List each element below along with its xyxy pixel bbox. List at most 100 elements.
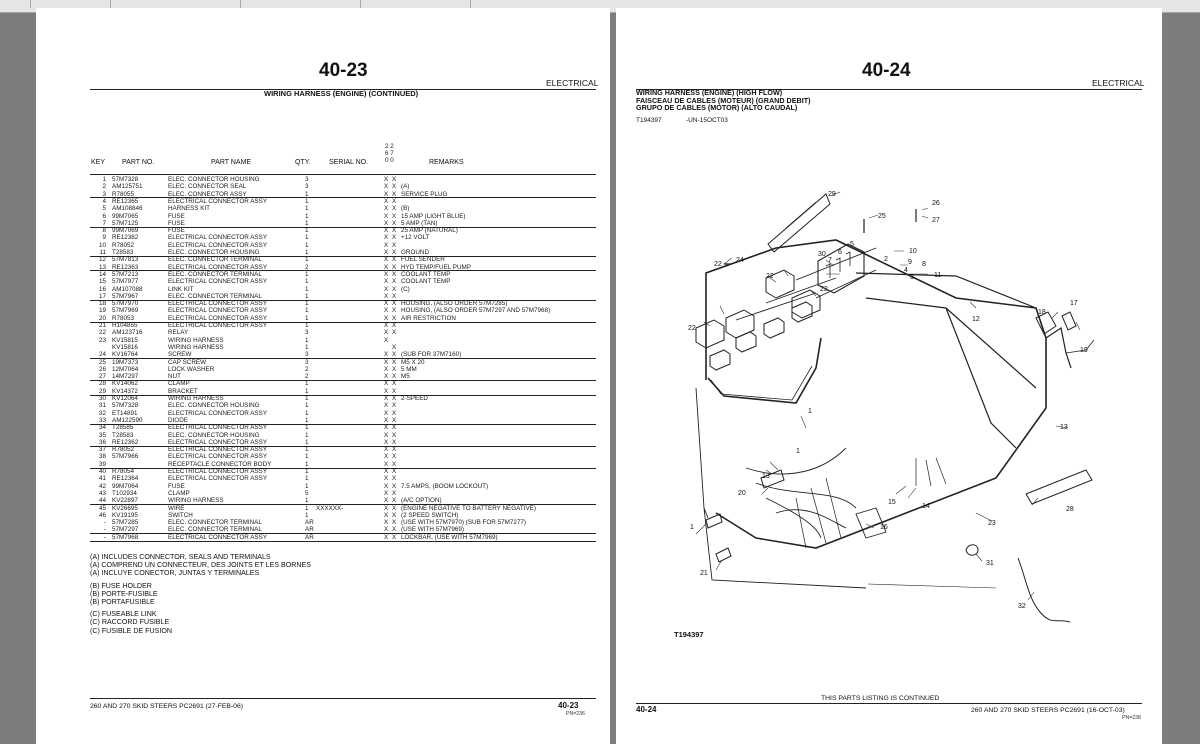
cell-m2: X [392,497,397,505]
cell-name: SCREW [168,351,192,359]
cell-qty: 1 [305,190,309,198]
cell-part: 57M7966 [112,453,139,461]
cell-m2: X [392,453,397,461]
toolbar-segment[interactable] [170,0,241,8]
cell-key: 27 [98,373,106,381]
note-line: (A) INCLUYE CONECTOR, JUNTAS Y TERMINALE… [90,569,260,578]
title-es: GRUPO DE CABLES (MOTOR) (ALTO CAUDAL) [636,103,798,113]
cell-name: FUSE [168,227,185,235]
cell-part: KV15815 [112,336,138,344]
cell-name: ELEC. CONNECTOR HOUSING [168,402,260,410]
callout-22: 22 [688,325,696,332]
cell-m1: X [384,533,389,541]
col-key: KEY [91,159,106,166]
cell-m1: X [384,460,389,468]
row-divider [90,321,596,323]
callout-1: 1 [690,524,694,531]
cell-m2: X [392,373,397,381]
cell-key: 30 [98,395,106,402]
footer-text: 260 AND 270 SKID STEERS PC2691 (27-FEB-0… [90,703,243,710]
cell-qty: 1 [305,241,309,249]
cell-name: ELECTRICAL CONNECTOR ASSY [168,468,268,475]
cell-m1: X [384,336,389,344]
cell-qty: 1 [305,395,309,402]
harness-branch [707,337,822,404]
cell-m2: X [392,227,397,235]
cell-m2: X [392,322,397,329]
cell-part: 57M7285 [112,519,139,527]
footer-text: 260 AND 270 SKID STEERS PC2691 (16-OCT-0… [971,707,1125,714]
cell-part: 57M7969 [112,307,139,315]
cell-m1: X [384,249,389,256]
cell-key: 22 [98,329,106,337]
cell-qty: 1 [305,205,309,213]
cell-m2: X [392,314,397,322]
cell-qty: 1 [305,227,309,235]
cell-rem: GROUND [401,249,429,256]
col-qty: QTY. [295,159,311,166]
cell-qty: 3 [305,358,309,366]
cell-m2: X [392,241,397,249]
cell-part: H104855 [112,322,138,329]
cell-m2: X [392,278,397,286]
callout-2: 2 [884,256,888,263]
cell-m1: X [384,475,389,483]
cell-part: 57M7813 [112,256,139,264]
section-label: ELECTRICAL [1092,78,1145,88]
cell-rem: (A/C OPTION) [401,497,442,505]
toolbar-segment[interactable] [300,0,361,8]
callout-14: 14 [922,503,930,510]
cell-m2: X [392,285,397,293]
cell-key: 33 [98,416,106,424]
figure-ident-date: -UN-15OCT03 [686,117,728,124]
callout-6: 6 [838,249,842,256]
cell-rem: +12 VOLT [401,234,430,242]
callout-30: 30 [818,251,826,258]
cell-rem: HOUSING, (ALSO ORDER 57M7297 AND 57M7968… [401,307,551,315]
cell-key: 40 [98,468,106,475]
row-divider [90,379,596,381]
cell-m2: X [392,205,397,213]
cell-qty: 1 [305,292,309,300]
cell-m2: X [392,176,397,183]
callout-11: 11 [934,272,941,279]
callout-26: 26 [932,200,940,207]
cell-qty: 1 [305,468,309,475]
callout-29: 29 [828,191,836,198]
cell-rem: 25 AMP (NATURAL) [401,227,458,235]
cell-part: R78054 [112,468,135,475]
cell-key: 32 [98,409,106,417]
cell-m2: X [392,212,397,220]
cell-part: KV14062 [112,380,138,388]
callout-22: 22 [766,273,774,280]
cell-m1: X [384,190,389,198]
cell-name: ELEC. CONNECTOR TERMINAL [168,526,262,534]
cell-rem: (ENGINE NEGATIVE TO BATTERY NEGATIVE) [401,504,536,512]
row-divider [90,255,596,257]
cell-m1: X [384,227,389,235]
cell-key: 10 [98,241,106,249]
cell-part: 57M7213 [112,270,139,278]
toolbar-segment[interactable] [400,0,471,8]
toolbar-segment[interactable] [70,0,111,8]
connector [735,331,757,353]
cell-part: 57M7977 [112,278,139,286]
cell-key: 18 [98,300,106,308]
divider [636,703,1142,704]
cell-key: 7 [102,219,106,227]
cell-key: 44 [98,497,106,505]
toolbar-segment[interactable] [0,0,31,8]
cell-key: 36 [98,438,106,446]
cell-name: ELECTRICAL CONNECTOR ASSY [168,533,268,541]
cell-m1: X [384,205,389,213]
cell-rem: HYD TEMP/FUEL PUMP [401,263,471,271]
cell-name: ELEC. CONNECTOR ASSY [168,190,247,198]
note-line: (A) INCLUDES CONNECTOR, SEALS AND TERMIN… [90,553,271,561]
bracket-29 [767,193,831,253]
callout-27: 27 [932,217,940,224]
